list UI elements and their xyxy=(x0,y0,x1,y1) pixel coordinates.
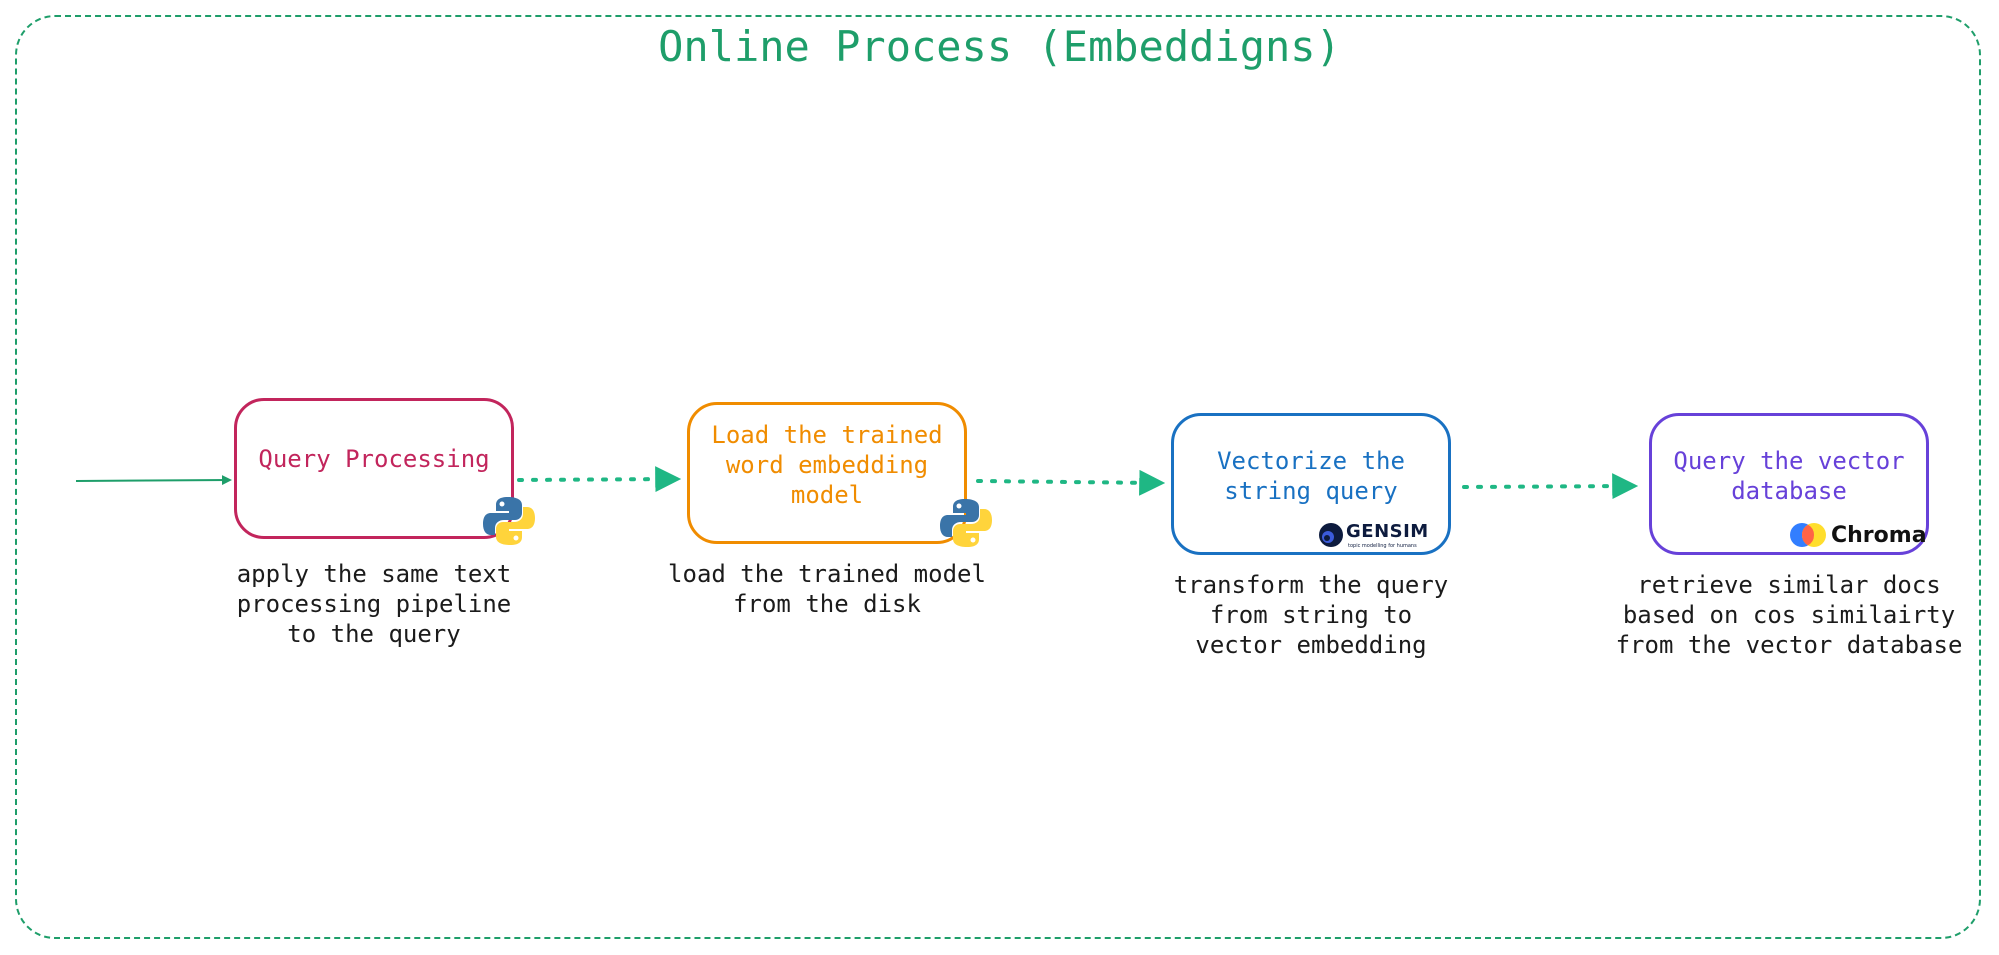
step-load-model[interactable]: Load the trained word embedding model xyxy=(687,402,967,544)
chroma-logo: Chroma xyxy=(1789,521,1927,549)
diagram-frame xyxy=(15,15,1981,939)
step-label: Query Processing xyxy=(258,444,490,473)
step-label: Load the trained word embedding model xyxy=(711,421,943,509)
step-caption: transform the query from string to vecto… xyxy=(1173,571,1449,659)
gensim-mark-icon xyxy=(1319,523,1343,547)
step-label: Query the vector database xyxy=(1673,447,1905,505)
arrow-step1-to-step2 xyxy=(517,466,682,493)
arrow-step2-to-step3 xyxy=(976,469,1166,496)
step-vectorize-query[interactable]: Vectorize the string query xyxy=(1171,413,1451,555)
gensim-tagline: topic modelling for humans xyxy=(1348,543,1417,549)
step-caption: apply the same text processing pipeline … xyxy=(236,560,512,648)
step-query-processing[interactable]: Query Processing xyxy=(234,398,514,539)
gensim-wordmark: GENSIM xyxy=(1346,521,1429,542)
gensim-logo: GENSIM topic modelling for humans xyxy=(1318,520,1438,550)
diagram-title: Online Process (Embeddigns) xyxy=(658,22,1341,71)
python-icon xyxy=(483,497,535,545)
python-icon xyxy=(940,499,992,547)
arrow-step3-to-step4 xyxy=(1462,473,1639,500)
step-caption: load the trained model from the disk xyxy=(668,560,986,618)
step-label: Vectorize the string query xyxy=(1217,447,1405,505)
chroma-mark-icon xyxy=(1790,523,1826,547)
step-caption: retrieve similar docs based on cos simil… xyxy=(1615,571,1963,659)
step-query-vector-db[interactable]: Query the vector database xyxy=(1649,413,1929,555)
chroma-wordmark: Chroma xyxy=(1831,523,1927,548)
entry-arrow xyxy=(75,475,232,486)
